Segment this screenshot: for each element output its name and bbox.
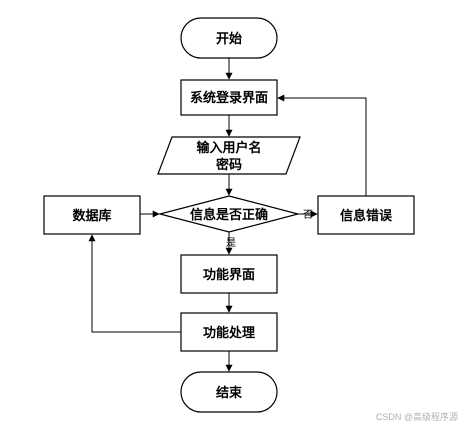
input-node: 输入用户名 密码 <box>157 136 301 175</box>
error-label: 信息错误 <box>340 208 393 224</box>
database-node: 数据库 <box>43 195 141 235</box>
database-label: 数据库 <box>72 208 111 224</box>
function-page-label: 功能界面 <box>203 267 255 283</box>
input-label-line2: 密码 <box>215 157 242 173</box>
start-label: 开始 <box>216 31 242 47</box>
watermark: CSDN @高级程序源 <box>375 412 458 422</box>
check-decision-node: 信息是否正确 <box>157 195 301 233</box>
function-process-label: 功能处理 <box>203 325 255 341</box>
function-page-node: 功能界面 <box>180 254 278 294</box>
start-node: 开始 <box>180 17 278 59</box>
edge-label-no: 否 <box>303 209 313 221</box>
error-node: 信息错误 <box>317 195 415 235</box>
edge-process-to-database <box>88 234 181 333</box>
input-label-line1: 输入用户名 <box>196 140 261 156</box>
end-label: 结束 <box>216 385 243 401</box>
end-node: 结束 <box>180 371 278 413</box>
check-decision-label: 信息是否正确 <box>190 207 268 223</box>
edge-error-to-login <box>277 94 367 196</box>
function-process-node: 功能处理 <box>180 312 278 352</box>
login-page-label: 系统登录界面 <box>190 90 268 106</box>
edge-label-yes: 是 <box>226 237 236 249</box>
login-page-node: 系统登录界面 <box>180 79 278 116</box>
